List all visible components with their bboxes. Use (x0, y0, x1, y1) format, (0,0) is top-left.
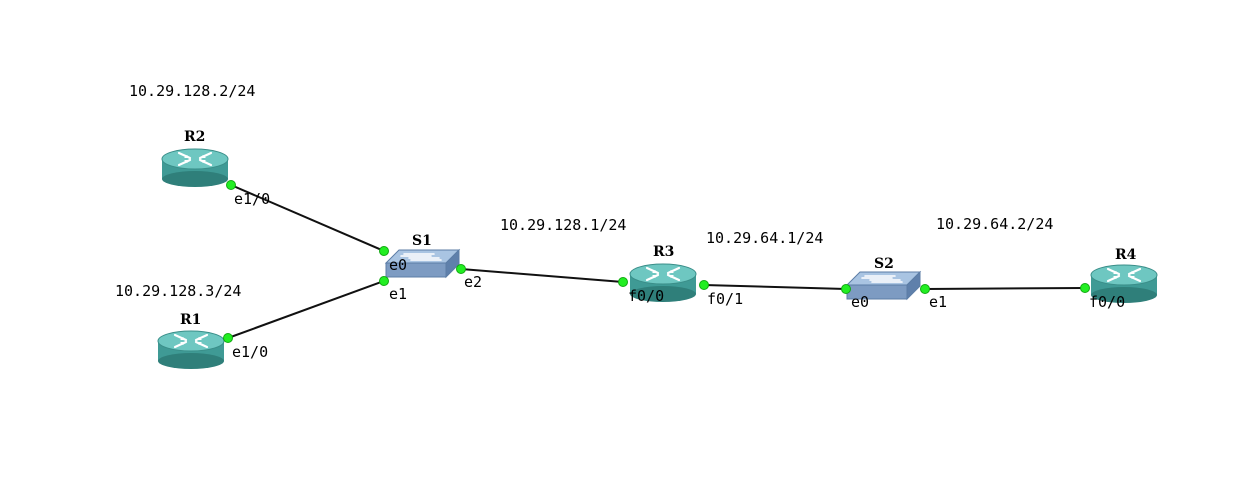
device-name-r4: R4 (1115, 247, 1137, 263)
link-r2-s1[interactable] (230, 184, 385, 252)
ip-label-r3-wan: 10.29.64.1/24 (706, 229, 823, 247)
ip-label-r3-lan: 10.29.128.1/24 (500, 216, 626, 234)
link-r3-s2[interactable] (703, 284, 847, 290)
port-dot[interactable] (920, 284, 930, 294)
port-label-s1-e2: e2 (464, 273, 482, 291)
port-dot[interactable] (699, 280, 709, 290)
link-r1-s1[interactable] (227, 280, 385, 339)
ip-label-r4: 10.29.64.2/24 (936, 215, 1053, 233)
port-dot[interactable] (841, 284, 851, 294)
device-name-s2: S2 (874, 256, 894, 272)
port-labels: e1/0 e0 e1/0 e1 e2 f0/0 f0/1 e0 e1 f0/0 (232, 190, 1125, 361)
links-layer (227, 184, 1086, 339)
port-label-s1-e0: e0 (389, 256, 407, 274)
port-dot[interactable] (1080, 283, 1090, 293)
port-label-r4-f0-0: f0/0 (1089, 293, 1125, 311)
router-icon (160, 147, 230, 189)
port-label-r2-e1-0: e1/0 (234, 190, 270, 208)
port-dot[interactable] (456, 264, 466, 274)
port-label-s2-e1: e1 (929, 293, 947, 311)
port-dot[interactable] (379, 246, 389, 256)
device-name-r2: R2 (184, 129, 205, 145)
port-label-r3-f0-0: f0/0 (628, 287, 664, 305)
device-name-r3: R3 (653, 244, 674, 260)
port-dot[interactable] (223, 333, 233, 343)
ip-labels: 10.29.128.2/24 10.29.128.3/24 10.29.128.… (115, 82, 1053, 300)
ip-label-r1: 10.29.128.3/24 (115, 282, 241, 300)
ip-label-r2: 10.29.128.2/24 (129, 82, 255, 100)
router-icon (156, 329, 226, 371)
port-dot[interactable] (618, 277, 628, 287)
link-s2-r4[interactable] (924, 287, 1086, 290)
port-label-r3-f0-1: f0/1 (707, 290, 743, 308)
device-r1[interactable] (156, 329, 226, 371)
port-label-s1-e1: e1 (389, 285, 407, 303)
port-label-r1-e1-0: e1/0 (232, 343, 268, 361)
ports-layer (223, 180, 1090, 343)
port-label-s2-e0: e0 (851, 293, 869, 311)
port-dot[interactable] (226, 180, 236, 190)
device-name-s1: S1 (412, 233, 432, 249)
device-r2[interactable] (160, 147, 230, 189)
link-s1-r3[interactable] (460, 268, 624, 283)
device-name-r1: R1 (180, 312, 201, 328)
port-dot[interactable] (379, 276, 389, 286)
device-names: R2 R1 S1 R3 S2 R4 (180, 129, 1137, 328)
